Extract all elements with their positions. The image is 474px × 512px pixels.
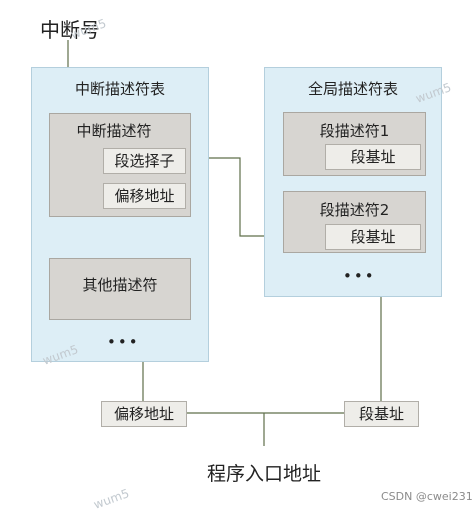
interrupt-descriptor-title: 中断描述符	[76, 122, 152, 140]
segment-base-2: 段基址	[325, 224, 421, 250]
other-descriptor: 其他描述符	[49, 258, 191, 320]
result-offset-address: 偏移地址	[101, 401, 187, 427]
idt-ellipsis: •••	[107, 333, 140, 351]
gdt-panel: 全局描述符表 段描述符1 段基址 段描述符2 段基址 •••	[264, 67, 442, 297]
result-segment-base: 段基址	[344, 401, 419, 427]
segment-base-1: 段基址	[325, 144, 421, 170]
interrupt-number-label: 中断号	[40, 18, 100, 42]
idt-panel: 中断描述符表 中断描述符 段选择子 偏移地址 其他描述符 •••	[31, 67, 209, 362]
idt-title: 中断描述符表	[74, 80, 165, 98]
other-descriptor-label: 其他描述符	[82, 276, 158, 294]
program-entry-address: 程序入口地址	[206, 463, 321, 485]
segment-descriptor-1-title: 段描述符1	[319, 122, 390, 140]
credit-text: CSDN @cwei231	[381, 490, 473, 503]
segment-descriptor-1: 段描述符1 段基址	[283, 112, 426, 176]
interrupt-descriptor: 中断描述符 段选择子 偏移地址	[49, 113, 191, 217]
offset-address: 偏移地址	[103, 183, 186, 209]
segment-descriptor-2-title: 段描述符2	[319, 201, 390, 219]
gdt-ellipsis: •••	[343, 267, 376, 285]
gdt-title: 全局描述符表	[307, 80, 398, 98]
segment-selector: 段选择子	[103, 148, 186, 174]
segment-descriptor-2: 段描述符2 段基址	[283, 191, 426, 253]
